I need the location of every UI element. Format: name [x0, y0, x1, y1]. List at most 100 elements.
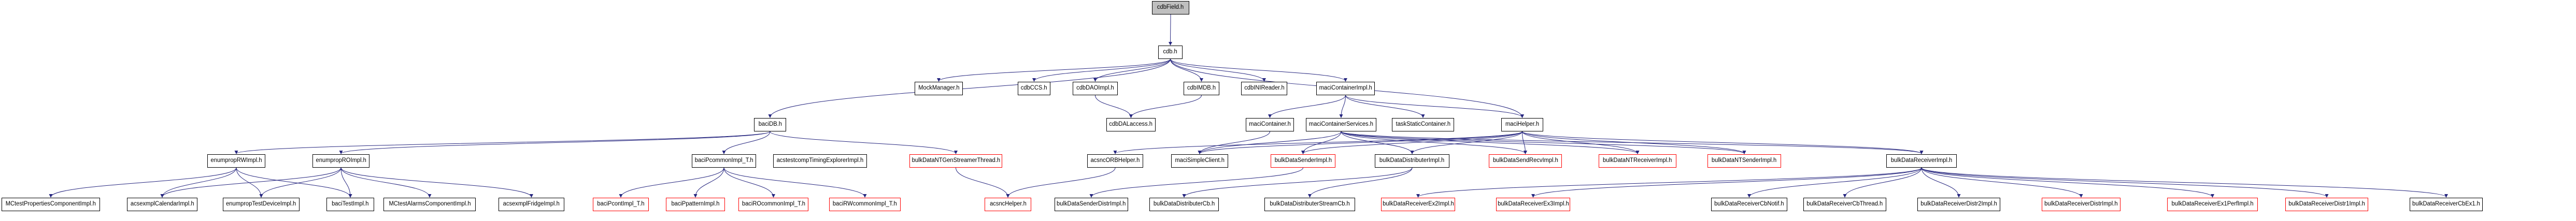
graph-node[interactable]: cdbDAOImpl.h — [1073, 82, 1118, 95]
graph-edge — [1921, 167, 2329, 198]
graph-node[interactable]: bulkDataReceiverEx1PerfImpl.h — [2167, 198, 2258, 211]
graph-node[interactable]: acsexmplFridgeImpl.h — [499, 198, 564, 211]
graph-edge — [339, 131, 771, 154]
graph-node[interactable]: maciContainerImpl.h — [1316, 82, 1375, 95]
graph-node[interactable]: taskStaticContainer.h — [1392, 118, 1454, 131]
graph-node-label: enumpropTestDeviceImpl.h — [226, 201, 296, 208]
graph-node[interactable]: baciPpatternImpl.h — [666, 198, 725, 211]
graph-node-label: cdbDALaccess.h — [1109, 121, 1153, 128]
graph-edge — [1341, 131, 1527, 154]
graph-edge — [1170, 58, 1266, 82]
graph-edge — [160, 167, 237, 198]
graph-node-label: maciHelper.h — [1505, 121, 1540, 128]
graph-node[interactable]: MCtestPropertiesComponentImpl.h — [2, 198, 100, 211]
graph-node-label: bulkDataNTReceiverImpl.h — [1603, 157, 1672, 164]
graph-edge — [1531, 167, 1922, 198]
graph-node[interactable]: maciContainer.h — [1246, 118, 1294, 131]
graph-node[interactable]: bulkDataReceiverCbNotif.h — [1711, 198, 1787, 211]
graph-node[interactable]: acsncORBHelper.h — [1087, 154, 1143, 168]
graph-node[interactable]: acsexmplCalendarImpl.h — [127, 198, 197, 211]
graph-edge — [1198, 131, 1270, 154]
graph-node[interactable]: bulkDataSenderDistrImpl.h — [1055, 198, 1128, 211]
graph-edge — [234, 131, 771, 154]
graph-edge — [723, 167, 867, 198]
graph-edge — [160, 167, 341, 198]
graph-edge — [1170, 58, 1203, 82]
graph-node-label: bulkDataSendRecvImpl.h — [1492, 157, 1558, 164]
graph-edge — [340, 167, 352, 198]
graph-edge — [236, 167, 352, 198]
graph-node-label: acstestcompTimingExplorerImpl.h — [776, 157, 864, 164]
graph-node-label: baciRWcommonImpl_T.h — [833, 201, 897, 208]
graph-node-label: bulkDataReceiverCbThread.h — [1806, 201, 1883, 208]
graph-node[interactable]: acsncHelper.h — [985, 198, 1031, 211]
graph-node[interactable]: baciPcontImpl_T.h — [593, 198, 649, 211]
graph-node[interactable]: baciTestImpl.h — [326, 198, 374, 211]
graph-node[interactable]: maciContainerServices.h — [1306, 118, 1376, 131]
graph-node[interactable]: bulkDataSendRecvImpl.h — [1489, 154, 1562, 168]
graph-node[interactable]: MockManager.h — [915, 82, 963, 95]
graph-node[interactable]: bulkDataDistributerImpl.h — [1375, 154, 1449, 168]
graph-edge — [1129, 95, 1202, 118]
graph-edge — [340, 167, 432, 198]
graph-node[interactable]: cdbField.h — [1152, 1, 1189, 14]
graph-node-label: bulkDataDistributerCb.h — [1153, 201, 1215, 208]
graph-node[interactable]: acstestcompTimingExplorerImpl.h — [773, 154, 867, 168]
graph-edge — [1345, 95, 1524, 118]
graph-node-label: bulkDataNTGenStreamerThread.h — [912, 157, 1000, 164]
graph-node-label: maciContainerImpl.h — [1319, 85, 1372, 92]
graph-node[interactable]: MCtestAlarmsComponentImpl.h — [383, 198, 476, 211]
graph-node[interactable]: bulkDataReceiverEx2Impl.h — [1381, 198, 1455, 211]
graph-node[interactable]: baciPcommonImpl_T.h — [692, 154, 756, 168]
graph-node[interactable]: bulkDataReceiverDistr1Impl.h — [2285, 198, 2368, 211]
graph-node[interactable]: bulkDataReceiverCbEx1.h — [2410, 198, 2483, 211]
graph-edge — [723, 167, 775, 198]
graph-edge — [1522, 131, 1640, 154]
graph-node[interactable]: bulkDataReceiverImpl.h — [1886, 154, 1957, 168]
graph-node[interactable]: cdbCCS.h — [1018, 82, 1050, 95]
graph-node-label: acsncORBHelper.h — [1090, 157, 1140, 164]
graph-node-label: baciPcontImpl_T.h — [597, 201, 645, 208]
graph-node-label: bulkDataReceiverDistr1Impl.h — [2288, 201, 2365, 208]
graph-edge — [1095, 95, 1133, 118]
graph-node-label: cdbIMDB.h — [1187, 85, 1216, 92]
graph-edge — [1113, 131, 1522, 154]
graph-node[interactable]: bulkDataNTGenStreamerThread.h — [909, 154, 1002, 168]
graph-node[interactable]: baciRWcommonImpl_T.h — [829, 198, 901, 211]
graph-node[interactable]: cdbIMDB.h — [1184, 82, 1219, 95]
graph-node[interactable]: baciROcommonImpl_T.h — [738, 198, 808, 211]
graph-edge — [1006, 167, 1116, 198]
graph-node[interactable]: bulkDataNTReceiverImpl.h — [1599, 154, 1676, 168]
graph-node[interactable]: cdbDALaccess.h — [1106, 118, 1156, 131]
graph-node[interactable]: maciHelper.h — [1501, 118, 1543, 131]
graph-node[interactable]: bulkDataReceiverCbThread.h — [1803, 198, 1886, 211]
graph-node[interactable]: bulkDataDistributerCb.h — [1149, 198, 1219, 211]
graph-node-label: bulkDataDistributerImpl.h — [1379, 157, 1445, 164]
graph-node[interactable]: cdbINIReader.h — [1241, 82, 1287, 95]
graph-node-label: bulkDataDistributerStreamCb.h — [1270, 201, 1350, 208]
graph-edge — [1522, 131, 1527, 154]
graph-node-label: bulkDataReceiverDistrImpl.h — [2044, 201, 2118, 208]
graph-node[interactable]: maciSimpleClient.h — [1171, 154, 1228, 168]
graph-node[interactable]: bulkDataReceiverDistrImpl.h — [2042, 198, 2120, 211]
graph-node[interactable]: bulkDataNTSenderImpl.h — [1707, 154, 1781, 168]
graph-node[interactable]: cdb.h — [1158, 46, 1183, 59]
graph-node-label: bulkDataReceiverEx3Impl.h — [1497, 201, 1569, 208]
graph-node[interactable]: bulkDataReceiverEx3Impl.h — [1496, 198, 1570, 211]
graph-edge — [1198, 131, 1342, 154]
graph-node-label: taskStaticContainer.h — [1396, 121, 1450, 128]
graph-node[interactable]: baciDB.h — [754, 118, 786, 131]
graph-node[interactable]: enumpropROImpl.h — [312, 154, 369, 168]
graph-node[interactable]: enumpropRWImpl.h — [207, 154, 265, 168]
graph-node[interactable]: bulkDataReceiverDistr2Impl.h — [1917, 198, 2000, 211]
graph-edge — [1345, 95, 1425, 118]
graph-edge — [1522, 131, 1746, 154]
graph-node[interactable]: bulkDataSenderImpl.h — [1271, 154, 1335, 168]
graph-node[interactable]: enumpropTestDeviceImpl.h — [223, 198, 300, 211]
graph-edge — [1410, 131, 1522, 154]
graph-edge — [1089, 167, 1303, 198]
graph-edge — [1339, 95, 1346, 118]
graph-node[interactable]: bulkDataDistributerStreamCb.h — [1264, 198, 1355, 211]
graph-node-label: cdbDAOImpl.h — [1076, 85, 1114, 92]
